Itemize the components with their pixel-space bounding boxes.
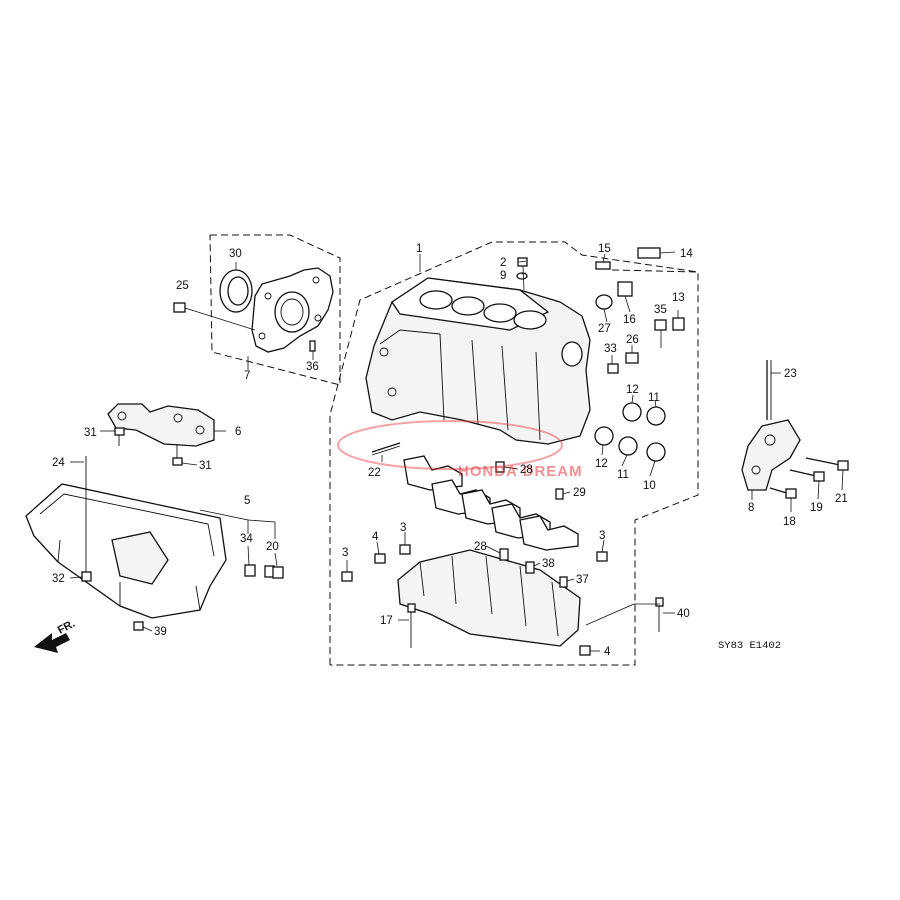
callout-23: 23 — [784, 368, 797, 380]
leader-lines — [69, 251, 844, 652]
bearings — [594, 402, 666, 462]
callout-18: 18 — [783, 516, 796, 528]
callout-16: 16 — [623, 314, 636, 326]
callout-3-left-upper: 3 — [400, 522, 406, 534]
callout-11-upper: 11 — [648, 392, 660, 404]
baffle-plate — [107, 403, 215, 447]
callout-11-lower: 11 — [617, 469, 629, 481]
callout-4-left: 4 — [372, 531, 379, 543]
oil-seal — [219, 269, 253, 313]
callout-39: 39 — [154, 626, 167, 638]
oil-seal-case — [251, 267, 334, 353]
dowel-pin-36 — [309, 340, 316, 352]
callout-3-right: 3 — [599, 530, 605, 542]
bolt-25 — [173, 302, 256, 331]
callout-29: 29 — [573, 487, 586, 499]
callout-5: 5 — [244, 495, 250, 507]
direction-label: FR. — [56, 618, 77, 637]
callout-31-right: 31 — [199, 460, 212, 472]
callout-35: 35 — [654, 304, 667, 316]
callout-4-right: 4 — [604, 646, 611, 658]
callout-33: 33 — [604, 343, 617, 355]
callout-15: 15 — [598, 243, 611, 255]
callout-25: 25 — [176, 280, 189, 292]
cylinder-block — [365, 277, 591, 445]
callout-22: 22 — [368, 467, 381, 479]
callout-40: 40 — [677, 608, 690, 620]
callout-1: 1 — [416, 243, 422, 255]
callout-37: 37 — [576, 574, 589, 586]
callout-12-upper: 12 — [626, 384, 639, 396]
callout-21: 21 — [835, 493, 848, 505]
callout-numbers: 1 2 3 3 3 4 4 5 6 7 8 9 10 11 11 12 12 1… — [52, 243, 848, 658]
callout-34: 34 — [240, 533, 253, 545]
callout-9: 9 — [500, 270, 506, 282]
callout-7: 7 — [244, 370, 250, 382]
oil-pan — [25, 456, 227, 619]
lower-block — [341, 544, 664, 656]
callout-28-lower: 28 — [474, 541, 487, 553]
watermark: HONDA DREAM — [337, 420, 583, 480]
front-direction-arrow: FR. — [34, 618, 77, 653]
callout-38: 38 — [542, 558, 555, 570]
callout-36: 36 — [306, 361, 319, 373]
bearing-caps — [403, 455, 579, 551]
callout-8: 8 — [748, 502, 754, 514]
callout-12-lower: 12 — [595, 458, 608, 470]
drain-plug-parts — [81, 564, 284, 631]
watermark-text: HONDA DREAM — [458, 463, 583, 480]
callout-28-upper: 28 — [520, 464, 533, 476]
callout-2: 2 — [500, 257, 506, 269]
callout-13: 13 — [672, 292, 685, 304]
callout-3-left: 3 — [342, 547, 348, 559]
callout-19: 19 — [810, 502, 823, 514]
callout-6: 6 — [235, 426, 241, 438]
callout-10: 10 — [643, 480, 656, 492]
diagram-code: SY83 E1402 — [718, 640, 781, 652]
callout-30: 30 — [229, 248, 242, 260]
callout-27: 27 — [598, 323, 611, 335]
callout-24: 24 — [52, 457, 65, 469]
callout-32: 32 — [52, 573, 65, 585]
bolts-31 — [114, 427, 183, 466]
callout-17: 17 — [380, 615, 393, 627]
callout-26: 26 — [626, 334, 639, 346]
engine-bracket — [741, 360, 849, 499]
stud-22 — [371, 442, 401, 456]
callout-14: 14 — [680, 248, 693, 260]
callout-20: 20 — [266, 541, 279, 553]
callout-31-left: 31 — [84, 427, 97, 439]
group-frames — [209, 234, 699, 666]
